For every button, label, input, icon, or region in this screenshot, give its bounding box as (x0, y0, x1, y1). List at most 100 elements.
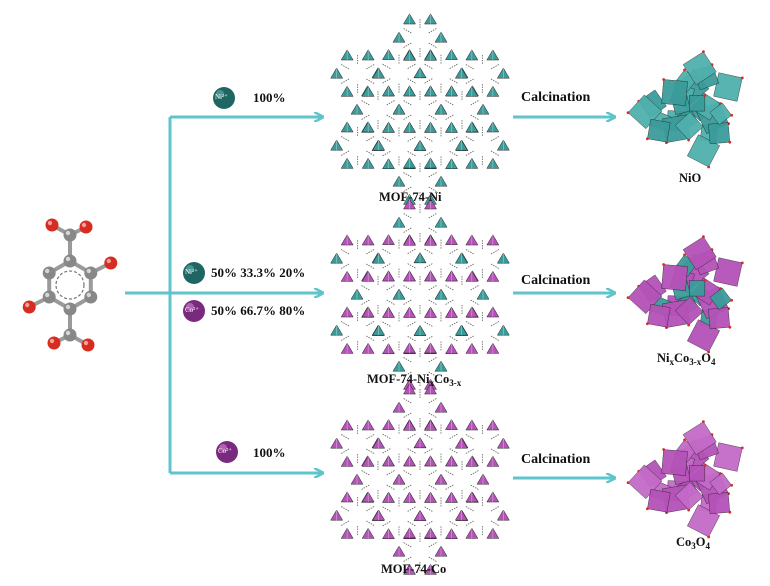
linker-strut (366, 78, 375, 84)
linker-strut (490, 434, 500, 440)
ratio-ni-100: 100% (253, 90, 286, 105)
oxide-facet (689, 280, 705, 297)
ion-label-co-bottom: Co²⁺ (218, 447, 232, 455)
linker-strut (386, 285, 395, 291)
oxide-oxygen-dot (703, 464, 707, 467)
linker-strut (424, 151, 433, 157)
product-co3o4-name: Co3O4 (676, 535, 710, 551)
product-o: O (701, 351, 712, 365)
linker-strut (403, 357, 412, 363)
linker-strut (428, 100, 437, 106)
product-co3o4-co-sub: 3 (691, 541, 696, 551)
linker-strut (490, 249, 500, 255)
linker-strut (490, 263, 500, 269)
linker-strut (465, 64, 474, 70)
linker-strut (403, 470, 412, 476)
linker-strut (428, 412, 437, 418)
linker-strut (490, 335, 500, 341)
oxide-oxygen-dot (730, 298, 734, 302)
linker-strut (382, 151, 391, 157)
oxide-oxygen-dot (687, 323, 691, 327)
linker-strut (428, 285, 437, 291)
linker-strut (361, 484, 370, 490)
ratio-ni-series: 50% 33.3% 20% (211, 265, 306, 280)
linker-strut (340, 263, 350, 269)
linker-strut (407, 506, 416, 512)
linker-strut (449, 433, 458, 439)
oxide-oxygen-dot (728, 140, 732, 144)
linker-strut (428, 186, 437, 192)
linker-strut (490, 150, 500, 156)
oxide-oxygen-dot (683, 68, 686, 72)
linker-strut (403, 42, 412, 48)
product-nio-name: NiO (679, 171, 702, 185)
linker-strut (424, 336, 433, 342)
oxide-facet (682, 421, 717, 456)
ion-label-ni-top: Ni²⁺ (215, 93, 228, 101)
linker-strut (382, 433, 391, 439)
atom-highlight (47, 220, 53, 226)
oxide-facet (661, 79, 688, 106)
oxide-oxygen-dot (662, 263, 666, 266)
oxide-oxygen-dot (730, 113, 734, 117)
oxide-oxygen-dot (740, 446, 744, 450)
linker-strut (407, 448, 416, 454)
carbon-atom (84, 290, 98, 304)
linker-molecule (22, 218, 118, 352)
linker-strut (428, 28, 437, 34)
linker-strut (465, 321, 474, 327)
oxide-oxygen-dot (702, 50, 705, 54)
linker-strut (449, 448, 458, 454)
linker-strut (366, 448, 375, 454)
linker-strut (424, 136, 433, 142)
linker-strut (470, 114, 479, 120)
linker-strut (340, 150, 350, 156)
linker-strut (465, 506, 474, 512)
atom-highlight (81, 222, 87, 228)
oxygen-atom (45, 218, 59, 232)
linker-strut (428, 227, 437, 233)
oxide-facet (675, 296, 704, 326)
linker-strut (449, 321, 458, 327)
linker-strut (490, 520, 500, 526)
linker-strut (386, 470, 395, 476)
linker-strut (340, 136, 350, 142)
linker-strut (424, 248, 433, 254)
oxide-facet (661, 449, 688, 476)
oxide-oxygen-dot (683, 438, 686, 442)
ratio-co-series: 50% 66.7% 80% (211, 303, 306, 318)
oxide-facet (689, 95, 705, 112)
linker-strut (403, 28, 412, 34)
linker-strut (424, 63, 433, 69)
linker-strut (428, 172, 437, 178)
oxide-oxygen-dot (728, 510, 732, 514)
linker-strut (449, 136, 458, 142)
linker-strut (449, 506, 458, 512)
atom-highlight (65, 230, 71, 236)
ion-ball-co-middle (183, 300, 205, 322)
product-nico-oxide-name: NixCo3-xO4 (657, 351, 716, 367)
oxide-oxygen-dot (626, 296, 630, 300)
linker-strut (340, 506, 350, 512)
linker-strut (386, 100, 395, 106)
linker-strut (340, 321, 350, 327)
linker-strut (403, 299, 412, 305)
oxide-facet (647, 303, 671, 328)
carbon-atom (63, 302, 77, 316)
linker-strut (424, 263, 433, 269)
oxide-oxygen-dot (730, 483, 734, 487)
linker-strut (428, 484, 437, 490)
oxide-oxygen-dot (683, 253, 686, 257)
linker-strut (407, 136, 416, 142)
linker-strut (428, 114, 437, 120)
carbon-atom (63, 254, 77, 268)
oxide-facet (675, 111, 704, 141)
linker-strut (382, 336, 391, 342)
product-o-sub: 4 (711, 357, 716, 367)
linker-strut (386, 484, 395, 490)
linker-strut (445, 470, 454, 476)
oxide-facet (675, 481, 704, 511)
oxide-facet (689, 465, 705, 482)
linker-strut (386, 299, 395, 305)
